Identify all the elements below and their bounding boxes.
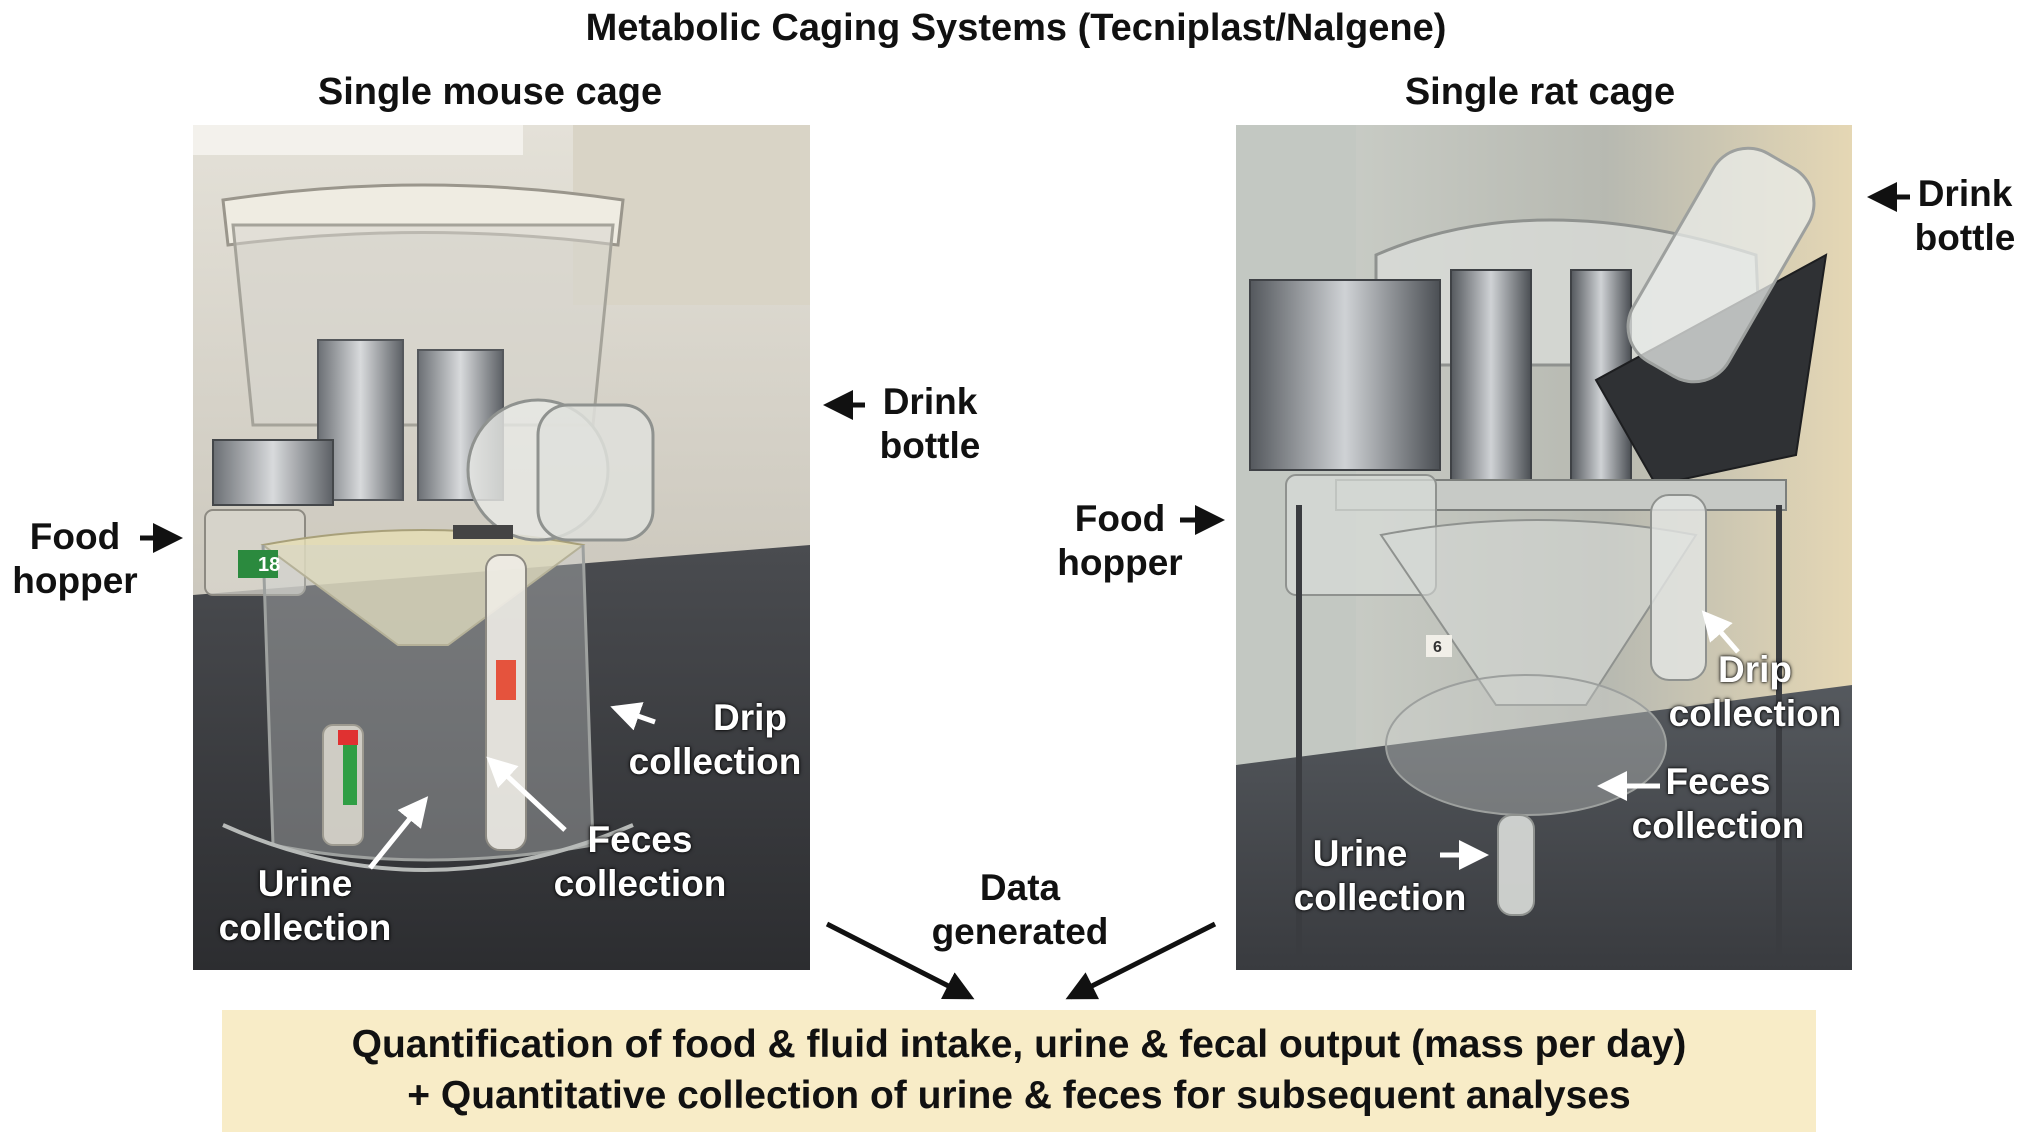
rat-food-hopper-line-1: Food bbox=[1074, 498, 1166, 539]
mouse-urine-collection-line-1: Urine bbox=[257, 863, 353, 904]
mouse-feces-collection-line-1: Feces bbox=[587, 819, 693, 860]
mouse-food-hopper-line-1: Food bbox=[29, 516, 121, 557]
data-arrow-right bbox=[1065, 921, 1217, 1000]
rat-cage-body bbox=[1249, 146, 1828, 965]
mouse-food-hopper-line-2: hopper bbox=[12, 559, 138, 601]
mouse-cage-tag: 18 bbox=[258, 554, 280, 576]
figure-title: Metabolic Caging Systems (Tecniplast/Nal… bbox=[585, 7, 1447, 49]
rat-drip-collection-arrow bbox=[1701, 610, 1740, 654]
mouse-urine-collection-line-2: collection bbox=[218, 906, 392, 948]
rat-urine-collection-line-1: Urine bbox=[1312, 833, 1408, 874]
rat-food-hopper-label: Food hopper bbox=[1045, 497, 1195, 584]
rat-cage-photo: 6 bbox=[1236, 125, 1852, 970]
mouse-drip-collection-line-2: collection bbox=[628, 740, 802, 782]
mouse-drip-collection-arrow bbox=[610, 702, 656, 731]
rat-drink-bottle-line-2: bottle bbox=[1914, 216, 2016, 258]
rat-feces-collection-line-1: Feces bbox=[1665, 761, 1771, 802]
mouse-panel-title: Single mouse cage bbox=[317, 71, 663, 113]
rat-panel-title: Single rat cage bbox=[1404, 71, 1676, 113]
mouse-drink-bottle-line-2: bottle bbox=[879, 424, 981, 466]
mouse-feces-collection-line-2: collection bbox=[553, 862, 727, 904]
mouse-drip-collection-line-1: Drip bbox=[713, 697, 787, 738]
rat-drip-collection-label: Drip collection bbox=[1655, 648, 1855, 735]
rat-urine-collection-label: Urine collection bbox=[1280, 832, 1480, 919]
rat-drip-collection-line-1: Drip bbox=[1718, 649, 1792, 690]
data-generated-label: Data generated bbox=[910, 866, 1130, 953]
rat-cage-tag: 6 bbox=[1433, 639, 1442, 656]
summary-line-2: + Quantitative collection of urine & fec… bbox=[407, 1074, 1631, 1117]
mouse-food-hopper-label: Food hopper bbox=[5, 515, 145, 602]
data-generated-line-1: Data bbox=[979, 867, 1061, 908]
data-arrow-left bbox=[825, 921, 975, 1000]
rat-drip-collection-line-2: collection bbox=[1668, 692, 1842, 734]
summary-line-1: Quantification of food & fluid intake, u… bbox=[351, 1023, 1687, 1067]
rat-feces-collection-line-2: collection bbox=[1631, 804, 1805, 846]
mouse-feces-collection-arrow bbox=[486, 756, 567, 832]
mouse-urine-collection-label: Urine collection bbox=[205, 862, 405, 949]
rat-urine-collection-line-2: collection bbox=[1293, 876, 1467, 918]
data-generated-line-2: generated bbox=[931, 910, 1109, 952]
mouse-feces-collection-label: Feces collection bbox=[540, 818, 740, 905]
mouse-drip-collection-label: Drip collection bbox=[610, 696, 820, 783]
mouse-drink-bottle-line-1: Drink bbox=[882, 381, 978, 422]
summary-box: Quantification of food & fluid intake, u… bbox=[222, 1010, 1816, 1132]
rat-drink-bottle-line-1: Drink bbox=[1917, 173, 2013, 214]
mouse-urine-collection-arrow bbox=[368, 796, 429, 870]
rat-food-hopper-line-2: hopper bbox=[1057, 541, 1183, 583]
rat-drink-bottle-label: Drink bottle bbox=[1900, 172, 2030, 259]
rat-feces-collection-label: Feces collection bbox=[1618, 760, 1818, 847]
mouse-drink-bottle-label: Drink bottle bbox=[860, 380, 1000, 467]
